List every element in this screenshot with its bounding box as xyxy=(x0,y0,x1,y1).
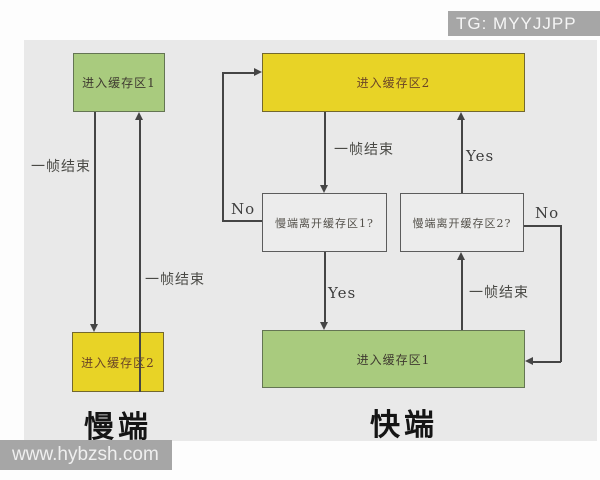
fast-enter-buffer2-box: 进入缓存区2 xyxy=(262,53,525,112)
arrowhead-down-icon xyxy=(90,324,98,332)
fast-frame-end-down-connector xyxy=(324,112,326,185)
arrowhead-up-icon xyxy=(457,112,465,120)
arrowhead-up-icon xyxy=(135,112,143,120)
arrowhead-down-icon xyxy=(320,322,328,330)
fast-check-buffer1-box: 慢端离开缓存区1? xyxy=(262,193,387,252)
fast-frame-end-label-down: 一帧结束 xyxy=(334,142,394,158)
slow-up-connector xyxy=(139,120,141,392)
slow-enter-buffer2-box: 进入缓存区2 xyxy=(72,332,164,392)
arrowhead-up-icon xyxy=(457,252,465,260)
fast-frame-end-up-connector xyxy=(461,260,463,330)
fast-no-label-right: No xyxy=(535,204,560,222)
fast-no-left-connector-vertical xyxy=(222,72,224,221)
fast-check-buffer2-box: 慢端离开缓存区2? xyxy=(400,193,524,252)
slow-enter-buffer1-box: 进入缓存区1 xyxy=(73,53,165,112)
slow-frame-end-label-up: 一帧结束 xyxy=(145,272,205,288)
fast-no-left-connector-bottom xyxy=(222,220,262,222)
fast-no-right-connector-top xyxy=(524,225,562,227)
slow-frame-end-label-down: 一帧结束 xyxy=(31,159,91,175)
fast-enter-buffer1-box: 进入缓存区1 xyxy=(262,330,525,388)
watermark-bottom-left: www.hybzsh.com xyxy=(0,440,172,470)
arrowhead-down-icon xyxy=(320,185,328,193)
fast-no-right-connector-bottom xyxy=(533,361,561,363)
fast-yes-down-connector xyxy=(324,252,326,322)
arrowhead-right-icon xyxy=(254,68,262,76)
fast-frame-end-label-up: 一帧结束 xyxy=(469,285,529,301)
arrowhead-left-icon xyxy=(525,357,533,365)
slow-down-connector xyxy=(94,112,96,324)
fast-no-label-left: No xyxy=(231,200,256,218)
fast-yes-label-up: Yes xyxy=(466,147,495,165)
watermark-top-right: TG: MYYJJPP xyxy=(448,11,600,36)
fast-no-right-connector-vertical xyxy=(560,225,562,362)
fast-yes-label-down: Yes xyxy=(328,284,357,302)
fast-end-title: 快端 xyxy=(370,408,438,443)
slow-end-title: 慢端 xyxy=(84,410,152,445)
fast-yes-up-connector xyxy=(461,120,463,193)
fast-no-left-connector-top xyxy=(222,72,255,74)
